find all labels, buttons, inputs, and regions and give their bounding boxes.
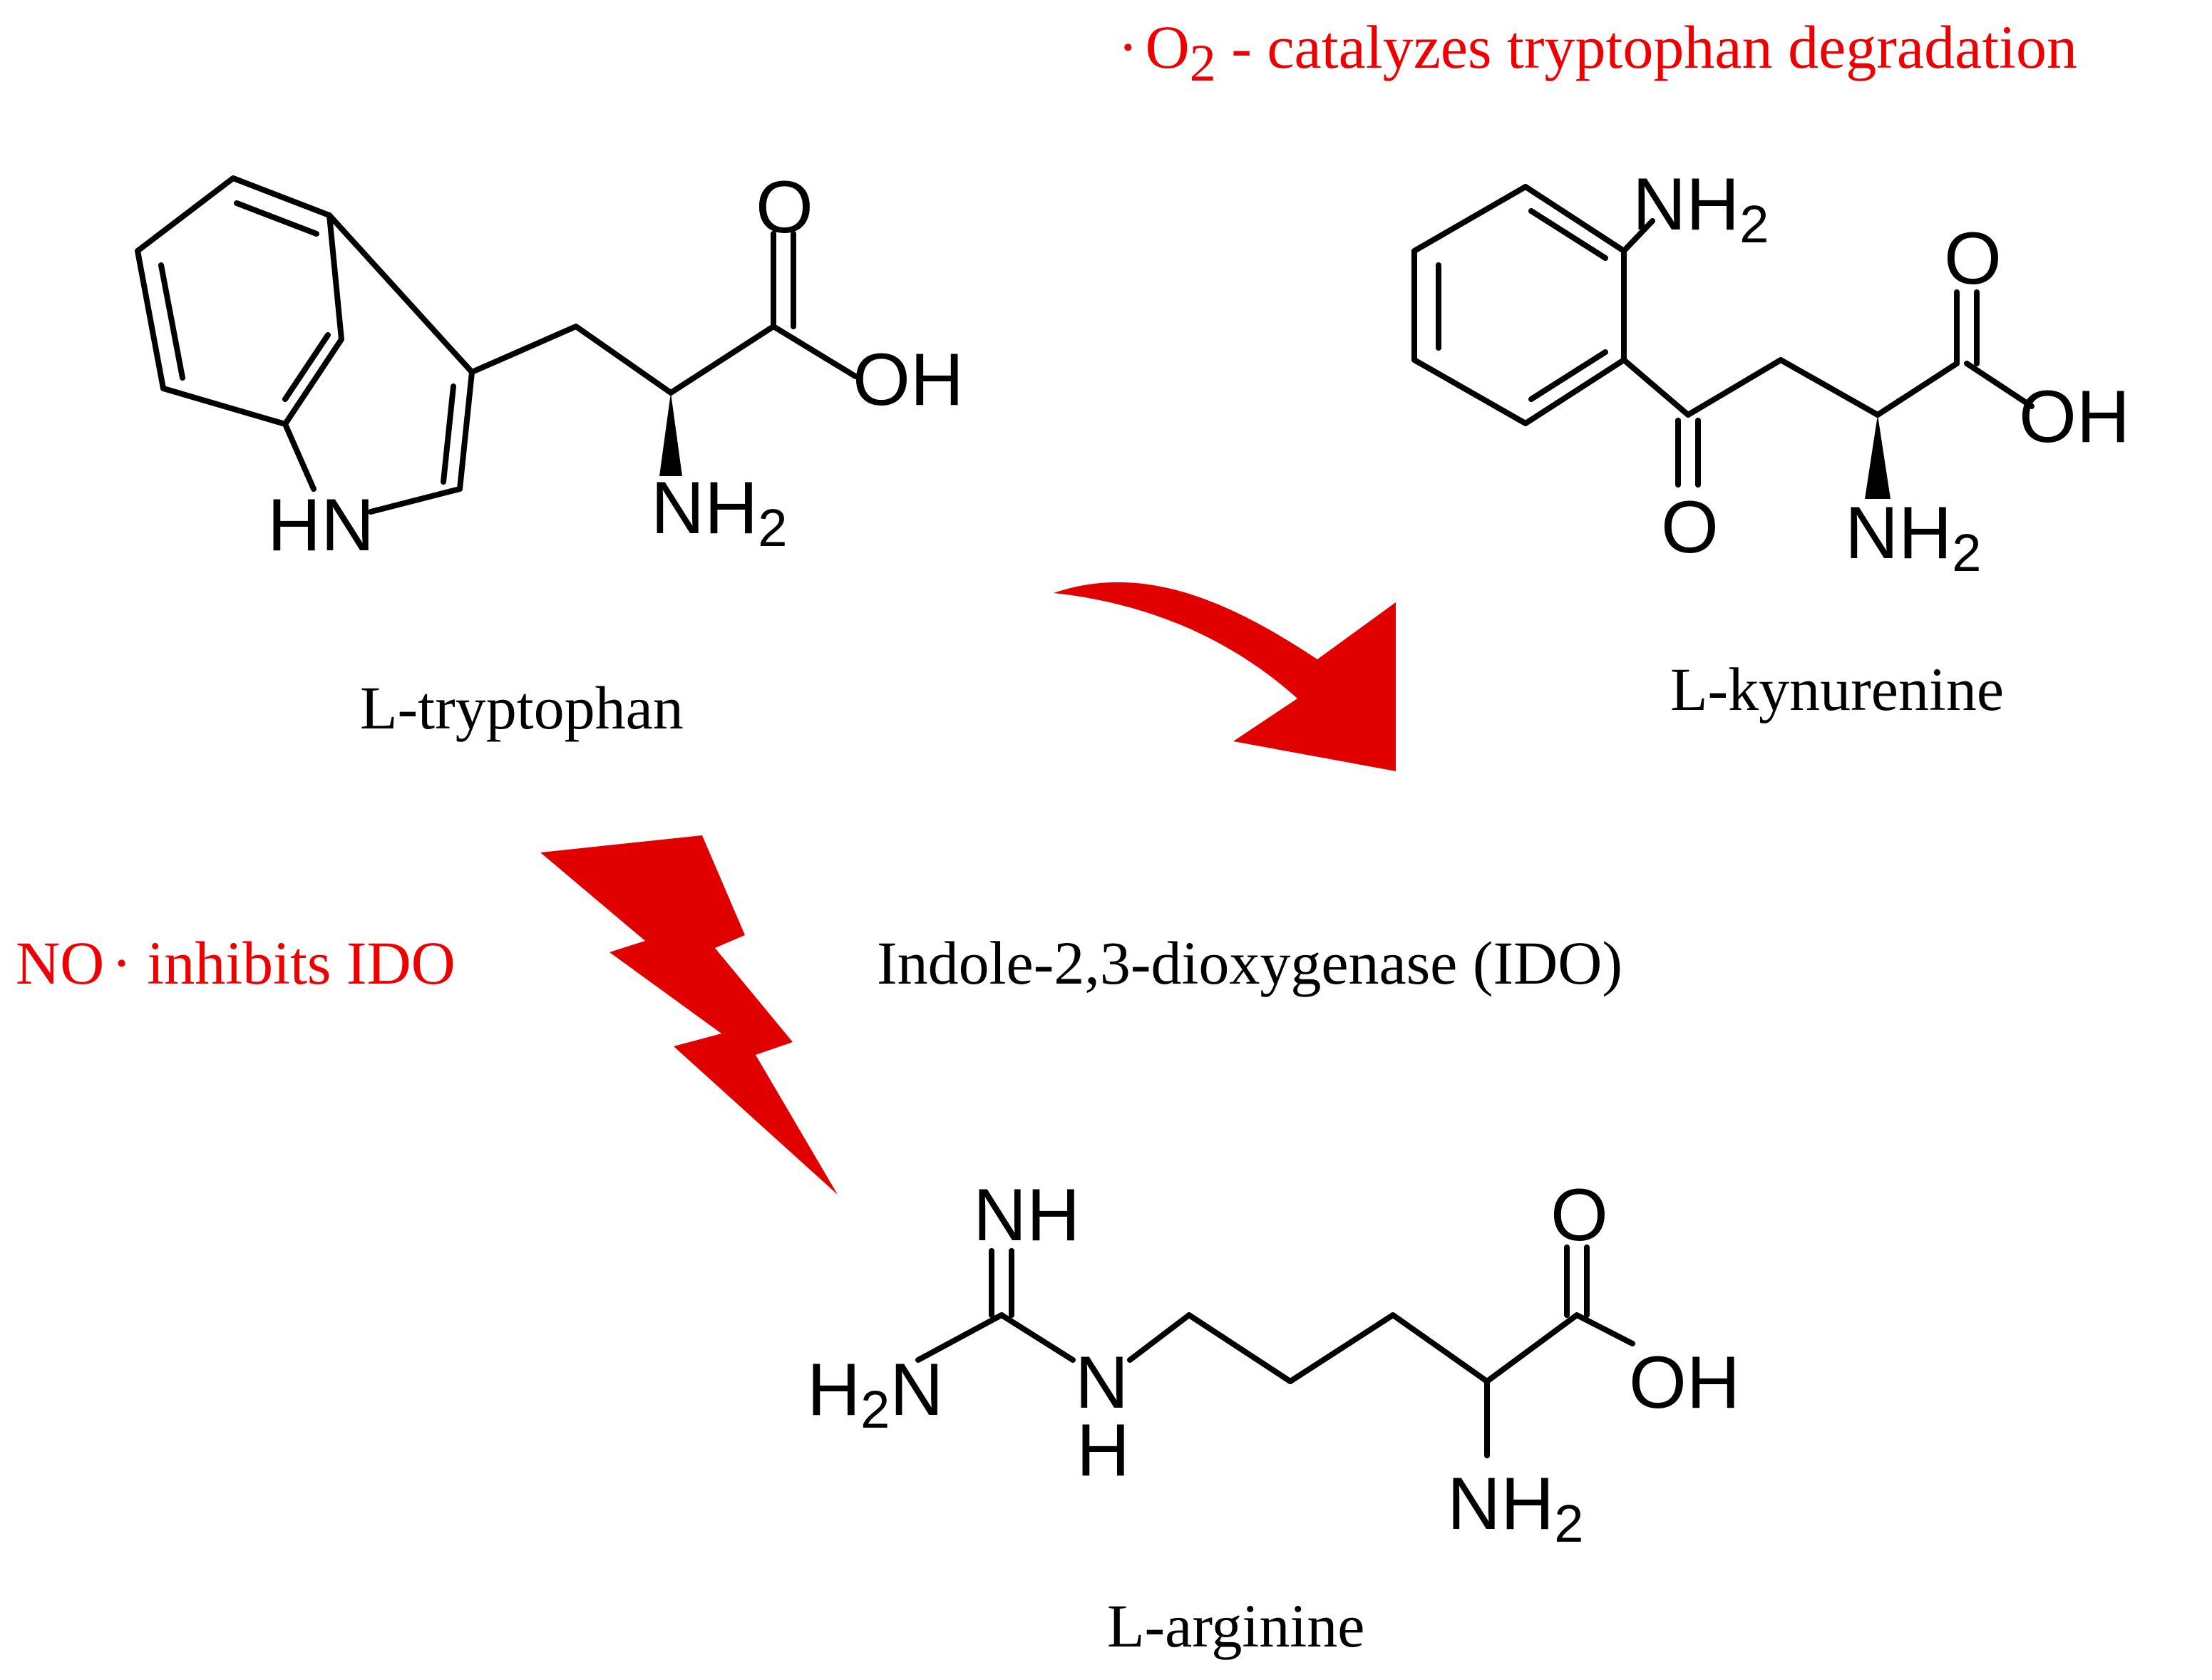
- o2-subscript: 2: [1190, 34, 1216, 93]
- tryptophan-nh2-label: NH2: [651, 467, 787, 557]
- arginine-h-label: H: [1076, 1409, 1130, 1492]
- arginine-imine-nh-label: NH: [973, 1174, 1080, 1257]
- arginine-h2n-label: H2N: [807, 1349, 943, 1439]
- kynurenine-bottom-nh2-label: NH2: [1845, 492, 1981, 582]
- arginine-oh-label: OH: [1629, 1341, 1740, 1424]
- no-annotation: NO· inhibits IDO: [16, 929, 456, 997]
- tryptophan-structure: [135, 175, 858, 515]
- o2-symbol: O: [1146, 13, 1190, 81]
- o2-text: - catalyzes tryptophan degradation: [1216, 13, 2077, 81]
- kynurenine-name: L-kynurenine: [1670, 655, 2004, 723]
- enzyme-label: Indole-2,3-dioxygenase (IDO): [877, 929, 1622, 997]
- curved-arrow-icon: [1054, 582, 1396, 771]
- arginine-nh2-label: NH2: [1447, 1463, 1583, 1553]
- tryptophan-carbonyl-o-label: O: [756, 166, 813, 249]
- arginine-name: L-arginine: [1107, 1592, 1364, 1660]
- arginine-n-label: N: [1075, 1341, 1128, 1424]
- tryptophan-oh-label: OH: [853, 339, 964, 421]
- kynurenine-nh2-label: NH2: [1632, 163, 1769, 254]
- tryptophan-hn-label: HN: [267, 484, 374, 567]
- kynurenine-ketone-o-label: O: [1661, 486, 1719, 569]
- kynurenine-structure: [1411, 184, 2034, 499]
- arginine-structure: [915, 1244, 1635, 1458]
- lightning-bolt-icon: [540, 835, 838, 1195]
- o2-dot: ·: [1118, 13, 1138, 81]
- kynurenine-carbonyl-o-label: O: [1944, 217, 2002, 300]
- arginine-carbonyl-o-label: O: [1550, 1174, 1608, 1257]
- kynurenine-oh-label: OH: [2019, 376, 2130, 458]
- tryptophan-name: L-tryptophan: [360, 674, 684, 742]
- o2-annotation: ·O2 - catalyzes tryptophan degradation: [1118, 13, 2077, 93]
